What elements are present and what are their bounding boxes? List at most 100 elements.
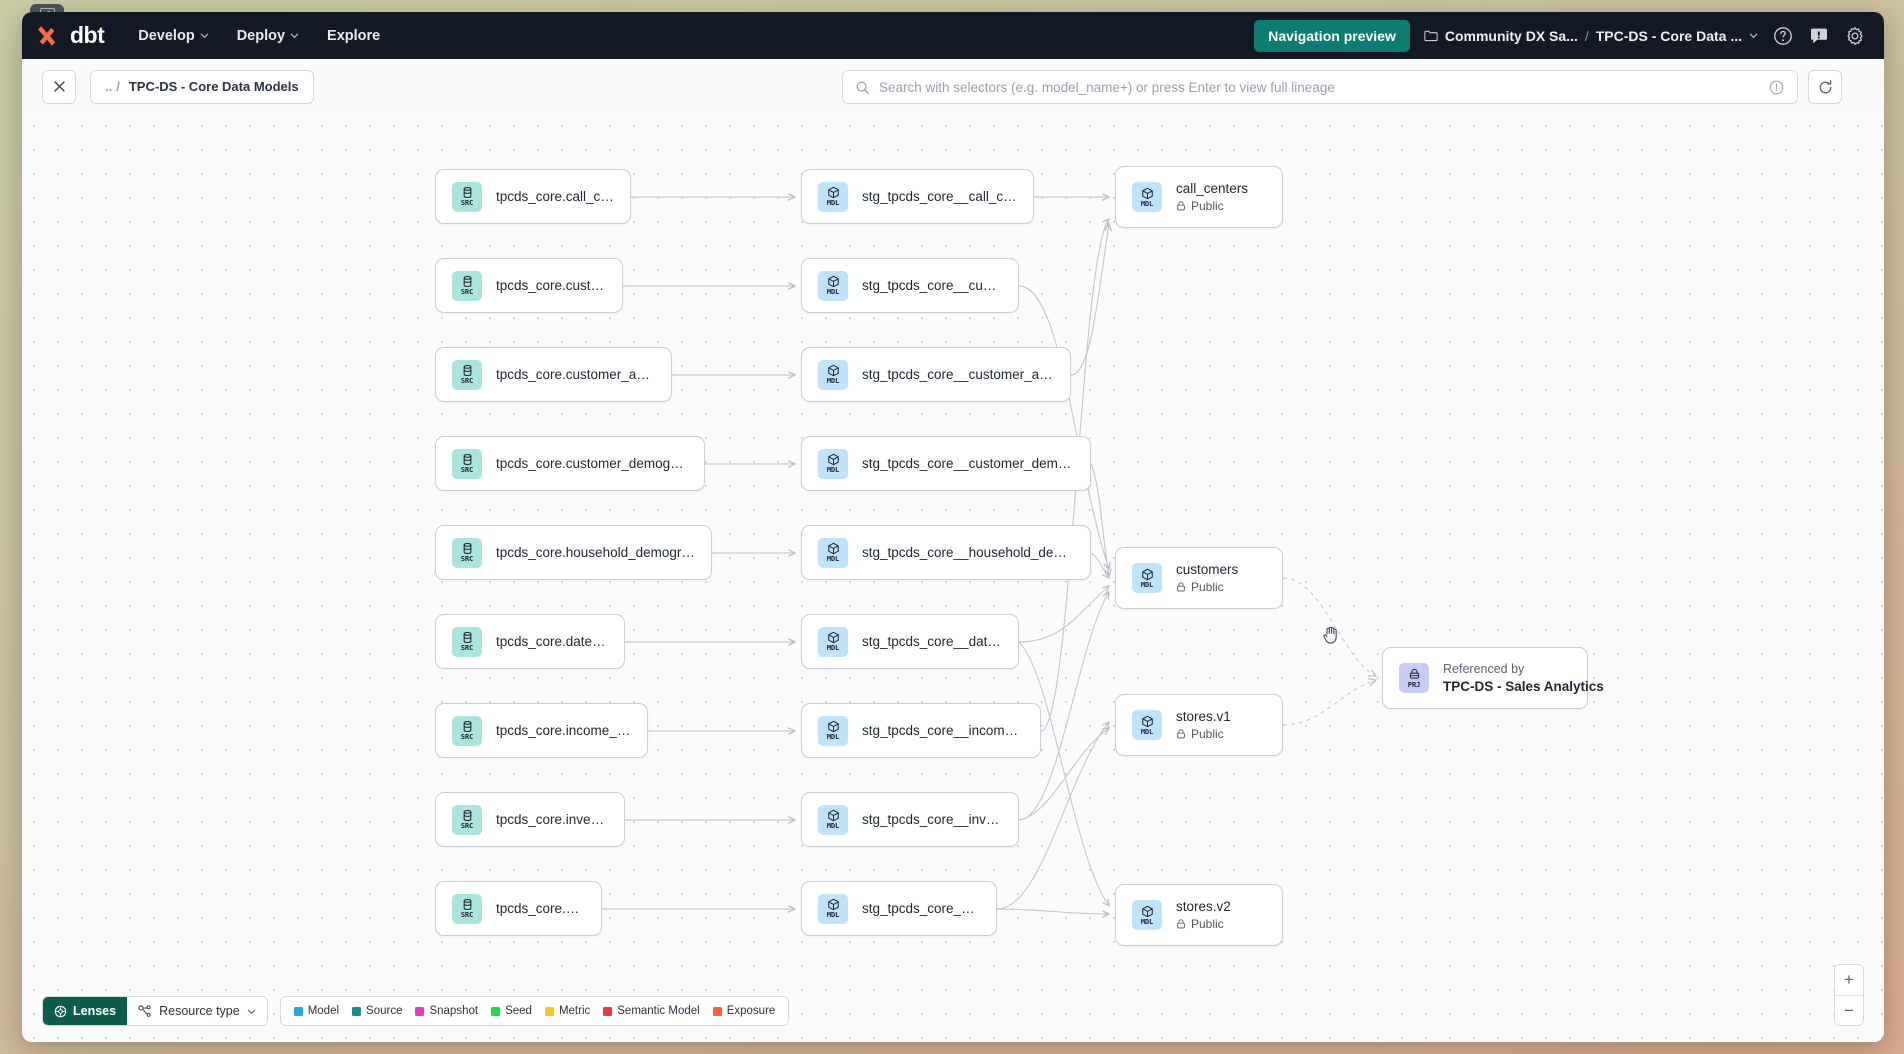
- node-type-label: MDL: [826, 376, 840, 386]
- node-type-label: MDL: [826, 198, 840, 208]
- node-type-badge-mdl: MDL: [1132, 563, 1162, 593]
- node-type-badge-mdl: MDL: [818, 804, 848, 835]
- node-type-label: SRC: [460, 821, 474, 831]
- search-box[interactable]: [842, 70, 1798, 104]
- node-type-badge-mdl: MDL: [818, 537, 848, 568]
- legend-label: Seed: [505, 1005, 532, 1017]
- node-type-label: SRC: [460, 910, 474, 920]
- zoom-in-button[interactable]: +: [1844, 970, 1854, 989]
- graph-node-mdl-cust-addr[interactable]: MDL stg_tpcds_core__customer_address: [801, 347, 1071, 402]
- node-type-badge-mdl: MDL: [818, 359, 848, 390]
- node-type-badge-src: SRC: [452, 804, 482, 835]
- close-icon: [53, 81, 65, 92]
- legend-item-semantic-model[interactable]: Semantic Model: [603, 1005, 700, 1017]
- breadcrumb-chip[interactable]: .. / TPC-DS - Core Data Models: [90, 69, 314, 104]
- node-type-badge-mdl: MDL: [818, 715, 848, 746]
- breadcrumb-account[interactable]: Community DX Sa...: [1444, 27, 1578, 44]
- graph-node-mdl-hh-demo[interactable]: MDLstg_tpcds_core__household_demogr…: [801, 525, 1091, 580]
- top-navigation-bar: dbt Develop Deploy Explore Navigation pr…: [22, 12, 1884, 59]
- legend-swatch: [544, 1006, 554, 1016]
- cube-icon: [827, 809, 840, 822]
- legend-item-exposure[interactable]: Exposure: [712, 1005, 776, 1017]
- node-title: stg_tpcds_core__customer_address: [862, 367, 1054, 382]
- node-type-label: MDL: [826, 465, 840, 475]
- node-access-label: Public: [1191, 580, 1224, 594]
- breadcrumb-project[interactable]: TPC-DS - Core Data ...: [1595, 27, 1742, 44]
- node-body: stg_tpcds_core__call_center: [862, 189, 1017, 204]
- legend-swatch: [491, 1006, 501, 1016]
- search-input[interactable]: [879, 79, 1759, 95]
- legend-label: Exposure: [726, 1005, 776, 1017]
- dbt-logo[interactable]: dbt: [38, 22, 105, 49]
- node-type-label: MDL: [826, 554, 840, 564]
- legend-item-snapshot[interactable]: Snapshot: [415, 1005, 478, 1017]
- resource-type-label: Resource type: [159, 1004, 240, 1018]
- node-type-label: MDL: [826, 287, 840, 297]
- zoom-out-button[interactable]: −: [1835, 995, 1863, 1025]
- legend-item-seed[interactable]: Seed: [491, 1005, 532, 1017]
- resource-type-legend: Model Source Snapshot Seed Metric Semantic Mo…: [279, 996, 790, 1026]
- search-icon: [856, 81, 869, 94]
- graph-node-mdl-call-center[interactable]: MDL stg_tpcds_core__call_center: [801, 169, 1034, 224]
- legend-item-metric[interactable]: Metric: [544, 1005, 590, 1017]
- chevron-down-icon[interactable]: [1749, 31, 1758, 40]
- legend-item-source[interactable]: Source: [352, 1005, 402, 1017]
- node-body: stg_tpcds_core__customer: [862, 278, 1002, 293]
- node-title: tpcds_core.customer_demographics: [496, 456, 688, 471]
- graph-node-src-inventory[interactable]: SRC tpcds_core.inventory: [435, 792, 625, 847]
- nav-item-develop[interactable]: Develop: [138, 28, 208, 44]
- database-icon: [461, 186, 474, 199]
- cube-icon: [1141, 568, 1154, 581]
- close-button[interactable]: [42, 69, 76, 104]
- node-body: tpcds_core.inventory: [496, 812, 608, 827]
- node-type-badge-mdl: MDL: [818, 626, 848, 657]
- node-type-label: SRC: [460, 376, 474, 386]
- primary-nav: Develop Deploy Explore: [138, 28, 380, 44]
- node-body: stg_tpcds_core__customer_demogra…: [862, 456, 1074, 471]
- legend-swatch: [603, 1006, 613, 1016]
- lineage-canvas[interactable]: SRCtpcds_core.call_centerSRCtpcds_core.c…: [22, 114, 1884, 1042]
- node-title: tpcds_core.inventory: [496, 812, 608, 827]
- resource-type-filter[interactable]: Resource type: [127, 997, 267, 1025]
- nav-item-deploy[interactable]: Deploy: [237, 28, 299, 44]
- legend-label: Model: [307, 1005, 340, 1017]
- graph-node-mdl-customer[interactable]: MDL stg_tpcds_core__customer: [801, 258, 1019, 313]
- lenses-button[interactable]: Lenses: [43, 997, 128, 1025]
- node-type-label: MDL: [826, 732, 840, 742]
- node-type-label: MDL: [1140, 726, 1154, 736]
- node-title: stg_tpcds_core__call_center: [862, 189, 1017, 204]
- node-type-badge-mdl: MDL: [818, 181, 848, 212]
- legend-item-model[interactable]: Model: [293, 1005, 340, 1017]
- feedback-icon[interactable]: [1808, 25, 1830, 47]
- refresh-button[interactable]: [1808, 70, 1842, 104]
- navigation-preview-button[interactable]: Navigation preview: [1254, 19, 1410, 52]
- nav-item-explore[interactable]: Explore: [327, 28, 380, 44]
- search-info-icon[interactable]: [1768, 79, 1785, 96]
- node-access: Public: [1176, 917, 1231, 931]
- settings-icon[interactable]: [1844, 25, 1866, 47]
- node-title: tpcds_core.customer_address: [496, 367, 655, 382]
- resource-type-icon: [138, 1004, 151, 1017]
- lock-icon: [1177, 201, 1185, 211]
- referenced-by-project-name: TPC-DS - Sales Analytics: [1443, 679, 1604, 694]
- help-icon[interactable]: [1772, 25, 1794, 47]
- graph-node-src-cust-addr[interactable]: SRC tpcds_core.customer_address: [435, 347, 672, 402]
- graph-node-mdl-cust-demo[interactable]: MDL stg_tpcds_core__customer_demogra…: [801, 436, 1091, 491]
- node-type-label: MDL: [1140, 579, 1154, 589]
